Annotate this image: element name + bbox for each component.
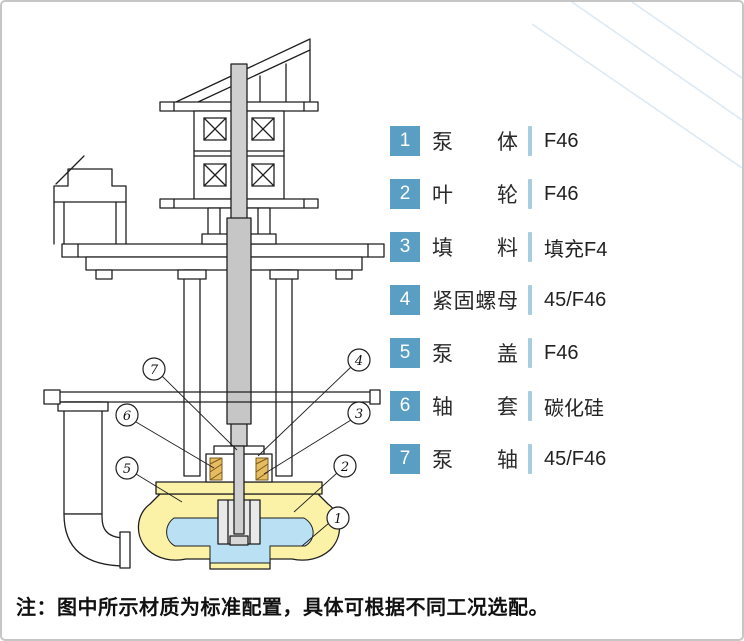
table-row: 1 泵体 F46 [390, 126, 607, 156]
callout-number: 1 [334, 512, 342, 527]
part-number-badge: 6 [390, 391, 420, 421]
table-row: 4 紧固螺母 45/F46 [390, 285, 607, 315]
part-material-value: 45/F46 [544, 447, 607, 470]
callout-bubble-2 [333, 454, 357, 478]
callout-bubble-4 [347, 348, 371, 372]
part-material-value: 碳化硅 [544, 397, 604, 420]
callout-bubble-6 [115, 403, 139, 427]
part-name-label: 叶轮 [432, 184, 518, 207]
divider [528, 126, 532, 156]
part-material-value: 填充F4 [544, 238, 608, 261]
part-name-label: 泵轴 [432, 449, 518, 472]
callout-bubble-1 [326, 506, 350, 530]
callout-bubble-5 [115, 456, 139, 480]
table-row: 3 填料 填充F4 [390, 232, 607, 262]
part-number-badge: 1 [390, 126, 420, 156]
callout-number: 5 [123, 462, 131, 477]
callout-number: 6 [123, 409, 131, 424]
part-number-badge: 3 [390, 232, 420, 262]
part-name-label: 紧固螺母 [432, 290, 518, 313]
part-name-label: 泵盖 [432, 343, 518, 366]
part-name-label: 泵体 [432, 131, 518, 154]
divider [528, 232, 532, 262]
part-material-value: F46 [544, 182, 579, 205]
materials-note: 注：图中所示材质为标准配置，具体可根据不同工况选配。 [16, 597, 549, 619]
table-row: 5 泵盖 F46 [390, 338, 607, 368]
callout-number: 7 [150, 363, 159, 378]
callout-number: 4 [354, 354, 363, 369]
divider [528, 338, 532, 368]
callout-bubble-3 [347, 401, 371, 425]
table-row: 2 叶轮 F46 [390, 179, 607, 209]
table-row: 7 泵轴 45/F46 [390, 444, 607, 474]
part-name-label: 填料 [432, 237, 518, 260]
part-number-badge: 7 [390, 444, 420, 474]
part-number-badge: 5 [390, 338, 420, 368]
part-number-badge: 4 [390, 285, 420, 315]
divider [528, 444, 532, 474]
divider [528, 179, 532, 209]
divider [528, 285, 532, 315]
part-material-value: F46 [544, 129, 579, 152]
corner-decoration [532, 2, 742, 169]
callout-number: 3 [355, 407, 363, 422]
table-row: 6 轴套 碳化硅 [390, 391, 607, 421]
callout-number: 2 [340, 460, 349, 475]
pump-cutaway-diagram: 7 6 5 4 3 2 1 [43, 38, 385, 570]
part-number-badge: 2 [390, 179, 420, 209]
callout-bubble-7 [142, 357, 166, 381]
divider [528, 391, 532, 421]
part-material-value: 45/F46 [544, 288, 607, 311]
parts-material-list: 1 泵体 F46 2 叶轮 F46 3 填料 填充F4 4 紧固螺母 45/F4… [390, 126, 607, 474]
part-name-label: 轴套 [432, 396, 518, 419]
part-material-value: F46 [544, 341, 579, 364]
